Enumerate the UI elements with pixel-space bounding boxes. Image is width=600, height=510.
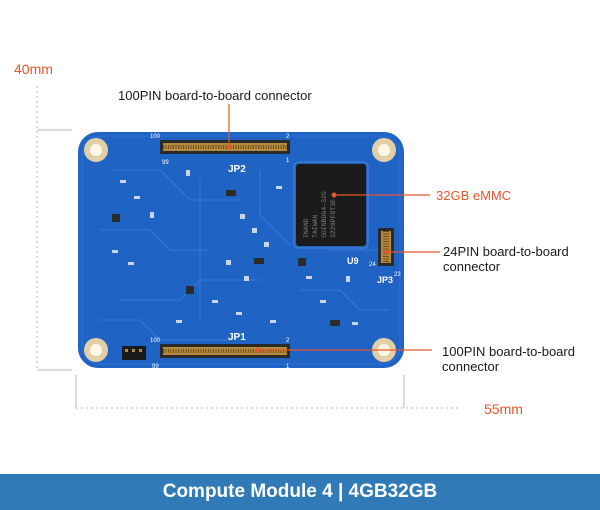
chip-line-3: SDINBDG4-32G bbox=[321, 191, 328, 238]
emmc-callout: 32GB eMMC bbox=[436, 188, 512, 203]
jp2-pin-100: 100 bbox=[150, 134, 161, 140]
chip-line-2: TAIWAN bbox=[312, 214, 319, 238]
chip-marking: INAND TAIWAN SDINBDG4-32G 3226PF8T3E bbox=[303, 191, 337, 238]
bottom-connector-callout-line2: connector bbox=[442, 359, 500, 374]
bottom-connector-callout-line1: 100PIN board-to-board bbox=[442, 344, 575, 359]
jp3-pin-23: 23 bbox=[394, 272, 401, 278]
callout-leaders bbox=[226, 104, 440, 353]
jp2-pin-1: 1 bbox=[286, 158, 290, 164]
circuit-board: JP2 JP1 JP3 U9 100 99 2 1 100 99 2 1 24 … bbox=[78, 132, 404, 370]
top-connector-callout: 100PIN board-to-board connector bbox=[118, 88, 312, 103]
jp3-pin-24: 24 bbox=[369, 262, 376, 268]
chip-line-4: 3226PF8T3E bbox=[330, 199, 337, 238]
jp2-pin-2: 2 bbox=[286, 134, 290, 140]
product-banner: Compute Module 4 | 4GB32GB bbox=[0, 474, 600, 510]
dimension-guides bbox=[36, 86, 460, 409]
silkscreen-text: JP2 JP1 JP3 U9 100 99 2 1 100 99 2 1 24 … bbox=[150, 134, 401, 370]
pin24-callout-line2: connector bbox=[443, 259, 501, 274]
jp2-pin-99: 99 bbox=[162, 160, 169, 166]
smd-components bbox=[112, 170, 358, 325]
pin24-callout-line1: 24PIN board-to-board bbox=[443, 244, 569, 259]
jp3-label: JP3 bbox=[377, 275, 393, 285]
jp2-label: JP2 bbox=[228, 164, 246, 175]
jp1-pin-1: 1 bbox=[286, 364, 290, 370]
jp1-connector bbox=[160, 344, 290, 358]
small-header bbox=[122, 346, 146, 360]
emmc-chip bbox=[293, 161, 369, 249]
jp1-pin-99: 99 bbox=[152, 364, 159, 370]
height-dimension-label: 40mm bbox=[14, 61, 53, 77]
u9-label: U9 bbox=[347, 256, 359, 266]
jp3-connector bbox=[378, 228, 394, 266]
chip-line-1: INAND bbox=[303, 218, 310, 238]
module-diagram: JP2 JP1 JP3 U9 100 99 2 1 100 99 2 1 24 … bbox=[36, 86, 460, 409]
width-dimension-label: 55mm bbox=[484, 401, 523, 417]
jp1-pin-2: 2 bbox=[286, 338, 290, 344]
board-traces bbox=[100, 169, 390, 341]
jp1-label: JP1 bbox=[228, 332, 246, 343]
jp1-pin-100: 100 bbox=[150, 338, 161, 344]
jp2-connector bbox=[160, 140, 290, 154]
smd-dark-components bbox=[112, 190, 340, 326]
